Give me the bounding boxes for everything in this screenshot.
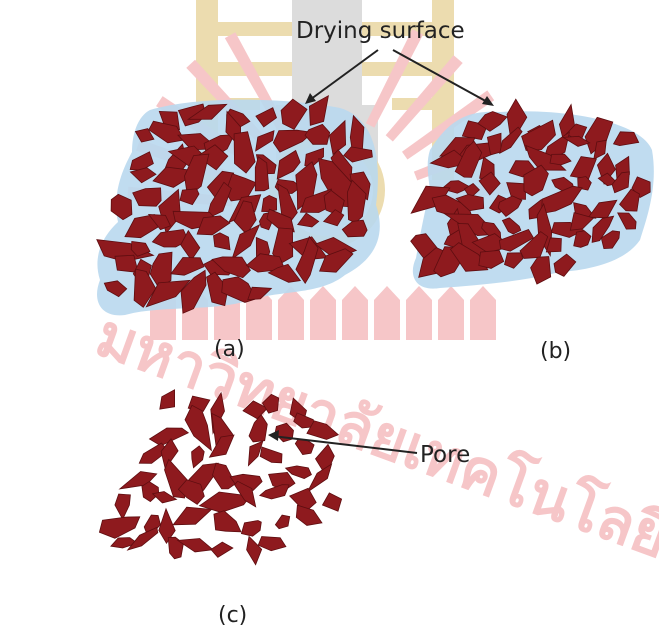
watermark-picket xyxy=(470,286,496,340)
panel-a-wet-particles xyxy=(97,96,380,316)
panel-label-b: (b) xyxy=(540,339,571,364)
particle xyxy=(260,447,282,463)
particle xyxy=(142,482,159,502)
particle-cluster-c xyxy=(99,390,341,565)
particle xyxy=(128,528,158,551)
panel-label-a: (a) xyxy=(214,337,245,362)
watermark-picket xyxy=(310,286,336,340)
particle xyxy=(323,493,342,511)
particle xyxy=(211,542,233,557)
particle xyxy=(115,494,130,519)
panel-label-c: (c) xyxy=(218,603,247,628)
drying-surface-label: Drying surface xyxy=(296,18,465,44)
watermark-picket xyxy=(278,286,304,340)
particle xyxy=(247,536,262,564)
particle xyxy=(258,537,286,551)
particle xyxy=(214,511,241,532)
particle xyxy=(115,255,138,272)
particle xyxy=(99,517,139,539)
panel-c-dried-particles-with-pores xyxy=(99,390,341,565)
watermark-picket xyxy=(342,286,368,340)
watermark-picket xyxy=(406,286,432,340)
watermark-picket xyxy=(438,286,464,340)
particle xyxy=(210,435,235,457)
particle xyxy=(213,463,236,489)
particle xyxy=(307,464,331,492)
particle xyxy=(192,446,205,468)
pore-label: Pore xyxy=(420,442,470,468)
particle xyxy=(185,405,211,450)
particle xyxy=(241,521,261,537)
watermark-picket xyxy=(374,286,400,340)
particle xyxy=(173,507,211,525)
particle xyxy=(275,515,289,529)
